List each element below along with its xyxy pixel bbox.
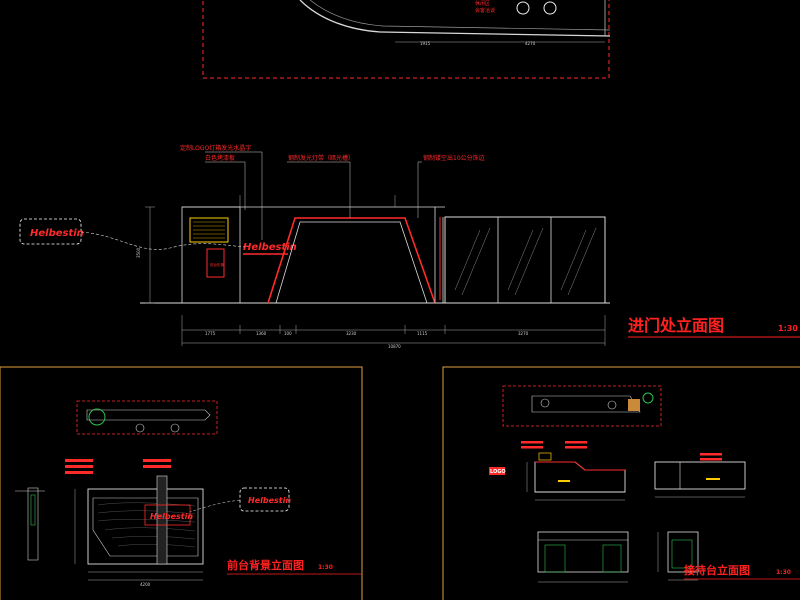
glass-reflection-lines: [454, 227, 597, 296]
red-callout-bars: [521, 441, 722, 461]
callout-leaders: [205, 151, 422, 240]
plan-counter-outline: [531, 395, 641, 413]
logo-detail-leader: [189, 499, 241, 513]
plan-strip-dashed: [76, 400, 218, 435]
section-detail: [27, 487, 39, 561]
panel-frame: [0, 366, 363, 600]
curved-counter-inner: [309, 0, 611, 31]
reception-dims: [526, 462, 745, 583]
desk-bg-inner-panel: [92, 497, 199, 557]
callout-label: 白色烤漆板: [205, 154, 235, 162]
vertical-dims: [145, 206, 155, 304]
vent-grille-slats: [193, 221, 225, 239]
curved-counter-outline: [299, 0, 611, 37]
plant-icon: [642, 392, 654, 404]
led-strip: [558, 480, 570, 482]
reception-counter-top: [535, 461, 625, 471]
ceiling-tags: [239, 195, 396, 207]
stool-icon: [607, 400, 617, 410]
top-plan-label: 休闲区: [475, 0, 490, 7]
entrance-elevation-title: 进门处立面图: [628, 316, 724, 335]
desk-bg-dims: [74, 489, 203, 581]
plan-strip-outline: [86, 409, 211, 421]
reception-logo-box: [538, 452, 552, 461]
entrance-elevation-scale: 1:30: [778, 324, 798, 333]
desk-logo-box: [144, 504, 191, 526]
dim-text: 4270: [525, 41, 536, 46]
dim-height: 3500: [136, 247, 141, 258]
logo-detail-text: Helbestin: [248, 496, 291, 505]
stool-icon: [516, 1, 530, 15]
logo-tag: [489, 467, 505, 475]
side-table: [628, 399, 640, 411]
reception-panel: LOGO 接待台立面图 1:30: [442, 366, 800, 600]
logo-detail-text: Helbestin: [30, 228, 84, 239]
top-plan-view: 休闲区 会客洽谈 1915 4270: [202, 0, 611, 79]
stool-icon: [135, 423, 145, 433]
counter-section-front: [537, 531, 629, 573]
top-plan-frame: [202, 0, 610, 79]
front-desk-bg-title: 前台背景立面图: [227, 558, 304, 572]
desk-bg-wall: [87, 488, 204, 565]
stool-icon: [540, 398, 550, 408]
callout-label: 定制LOGO灯箱发光水晶字: [180, 144, 251, 152]
trapezoid-portal-inner: [275, 221, 428, 304]
counter-section-side-inner: [671, 539, 693, 569]
led-strip: [706, 478, 720, 480]
reception-side-elevation: [654, 461, 746, 490]
section-detail-insert: [30, 494, 36, 526]
reception-title: 接待台立面图: [684, 563, 750, 577]
left-wall-panel: [181, 206, 241, 304]
callout-label: 钢制镂空出10公分饰边: [423, 154, 485, 162]
vent-grille: [189, 217, 229, 243]
front-image-panel-text: 前台形象: [210, 262, 224, 267]
dim-text: 1915: [420, 41, 431, 46]
logo-detail-box: [239, 487, 290, 512]
reception-scale: 1:30: [776, 569, 791, 576]
trapezoid-portal-outer: [267, 217, 436, 304]
front-image-panel: [206, 248, 225, 278]
red-callout-bars: [65, 459, 171, 474]
desk-logo-text: Helbestin: [150, 512, 193, 521]
stool-icon: [170, 423, 180, 433]
wood-grain-lines: [97, 502, 196, 548]
dim-text: 1360: [256, 331, 267, 336]
dim-text: 3230: [346, 331, 357, 336]
logo-detail-box: [19, 218, 82, 245]
top-plan-label: 会客洽谈: [475, 7, 495, 14]
glass-partition: [444, 216, 606, 304]
counter-leg: [544, 544, 566, 573]
logo-detail-leader: [80, 231, 246, 250]
front-desk-bg-panel: Helbestin Helbestin 4200 前台背景立面图 1:30: [0, 366, 363, 600]
logo-tag-text: LOGO: [490, 469, 506, 475]
dim-text: 1115: [417, 331, 428, 336]
dim-text: 100: [284, 331, 292, 336]
dim-text: 1775: [205, 331, 216, 336]
dim-text: 3270: [518, 331, 529, 336]
plan-strip-dashed: [502, 385, 662, 427]
callout-label: 钢制发光灯带（暗光槽）: [288, 154, 354, 162]
counter-leg: [602, 544, 622, 573]
dim-total: 10870: [388, 344, 401, 349]
panel-frame: [442, 366, 800, 600]
counter-section-side: [667, 531, 699, 573]
dim-total: 4200: [140, 582, 151, 587]
stool-icon: [543, 1, 557, 15]
horizontal-dims: [181, 315, 606, 346]
front-desk-bg-scale: 1:30: [318, 564, 333, 571]
entrance-elevation: 前台形象 Helbestin 定制LOGO灯箱发光水晶字 白色烤漆板 钢制发光灯: [19, 144, 800, 349]
plant-icon: [88, 408, 106, 426]
desk-bg-column: [156, 475, 168, 565]
wall-logo: Helbestin: [243, 242, 297, 253]
